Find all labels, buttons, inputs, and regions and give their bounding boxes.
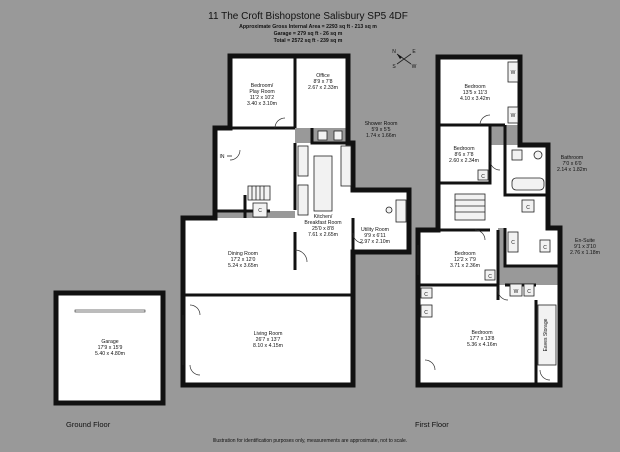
svg-text:Living Room: Living Room — [254, 331, 283, 337]
svg-text:26'7 x 13'7: 26'7 x 13'7 — [256, 337, 281, 343]
svg-text:Kitchen/: Kitchen/ — [314, 214, 333, 220]
area-total-internal: Approximate Gross Internal Area = 2293 s… — [239, 24, 377, 30]
svg-text:7.61 x 2.65m: 7.61 x 2.65m — [308, 232, 338, 238]
wardrobe-mark-1: W — [511, 70, 516, 76]
room-bedroom-3: Bedroom 12'2 x 7'9 3.71 x 2.36m — [450, 251, 480, 269]
svg-text:8.10 x 4.15m: 8.10 x 4.15m — [253, 343, 283, 349]
svg-text:Bedroom: Bedroom — [454, 251, 475, 257]
svg-text:17'9 x 15'9: 17'9 x 15'9 — [98, 345, 123, 351]
cupboard-mark-4: C — [424, 310, 428, 316]
svg-text:1.74 x 1.66m: 1.74 x 1.66m — [366, 133, 396, 139]
compass-s: S — [392, 64, 396, 70]
room-bathroom: Bathroom 7'0 x 6'0 2.14 x 1.82m — [557, 155, 587, 173]
svg-text:2.60 x 2.34m: 2.60 x 2.34m — [449, 158, 479, 164]
svg-text:Office: Office — [316, 73, 330, 79]
svg-text:Garage: Garage — [101, 339, 118, 345]
svg-text:11'2 x 10'2: 11'2 x 10'2 — [250, 95, 274, 101]
svg-text:2.67 x 2.33m: 2.67 x 2.33m — [308, 85, 338, 91]
svg-text:8'9 x 7'8: 8'9 x 7'8 — [314, 79, 333, 85]
compass-e: E — [412, 49, 416, 55]
compass-n: N — [392, 49, 396, 55]
room-bedroom-1: Bedroom 13'5 x 11'3 4.10 x 3.42m — [460, 84, 490, 102]
svg-text:Bathroom: Bathroom — [561, 155, 584, 161]
room-shower: Shower Room 5'9 x 5'5 1.74 x 1.66m — [365, 121, 398, 139]
svg-text:12'2 x 7'9: 12'2 x 7'9 — [454, 257, 476, 263]
svg-text:Bedroom: Bedroom — [453, 146, 474, 152]
ground-floor-plan: C IN Bedroom/ Play Room 11'2 x 10'2 3.40… — [53, 53, 412, 429]
area-garage: Garage = 279 sq ft - 26 sq m — [274, 31, 343, 37]
svg-text:9'9 x 6'11: 9'9 x 6'11 — [364, 233, 386, 239]
svg-text:2.76 x 1.18m: 2.76 x 1.18m — [570, 250, 600, 256]
ground-floor-label: Ground Floor — [66, 420, 111, 429]
compass-icon: N E S W — [392, 49, 416, 70]
svg-text:5.40 x 4.80m: 5.40 x 4.80m — [95, 351, 125, 357]
svg-text:5'9 x 5'5: 5'9 x 5'5 — [372, 127, 391, 133]
svg-text:7'0 x 6'0: 7'0 x 6'0 — [563, 161, 582, 167]
room-bedroom-play: Bedroom/ Play Room 11'2 x 10'2 3.40 x 3.… — [247, 83, 277, 107]
first-floor-plan: W W C C C C C W C C C Eaves Storage — [415, 54, 600, 429]
room-living: Living Room 26'7 x 13'7 8.10 x 4.15m — [253, 331, 283, 349]
room-office: Office 8'9 x 7'8 2.67 x 2.33m — [308, 73, 338, 91]
room-utility: Utility Room 9'9 x 6'11 2.97 x 2.10m — [360, 227, 390, 245]
area-total: Total = 2572 sq ft - 239 sq m — [274, 38, 343, 44]
svg-text:3.40 x 3.10m: 3.40 x 3.10m — [247, 101, 277, 107]
cupboard-mark-6: C — [527, 289, 531, 295]
cupboard-mark-5: C — [488, 274, 492, 280]
eaves-storage-label: Eaves Storage — [543, 318, 549, 351]
svg-text:5.24 x 3.65m: 5.24 x 3.65m — [228, 263, 258, 269]
room-dining: Dining Room 17'2 x 12'0 5.24 x 3.65m — [228, 251, 258, 269]
svg-text:En-Suite: En-Suite — [575, 238, 595, 244]
svg-text:8'6 x 7'8: 8'6 x 7'8 — [455, 152, 474, 158]
svg-text:9'1 x 3'10: 9'1 x 3'10 — [574, 244, 596, 250]
svg-text:Play Room: Play Room — [249, 89, 274, 95]
cupboard-mark-7: C — [511, 240, 515, 246]
wardrobe-mark-2: W — [511, 113, 516, 119]
room-kitchen: Kitchen/ Breakfast Room 25'0 x 8'8 7.61 … — [304, 214, 341, 238]
room-garage: Garage 17'9 x 15'9 5.40 x 4.80m — [95, 339, 125, 357]
compass-w: W — [412, 64, 417, 70]
svg-text:Bedroom/: Bedroom/ — [251, 83, 274, 89]
svg-text:Bedroom: Bedroom — [464, 84, 485, 90]
cupboard-mark: C — [258, 208, 262, 214]
wardrobe-mark-3: W — [514, 289, 519, 295]
svg-text:17'2 x 12'0: 17'2 x 12'0 — [231, 257, 256, 263]
cupboard-mark-1: C — [481, 174, 485, 180]
svg-text:25'0 x 8'8: 25'0 x 8'8 — [312, 226, 334, 232]
svg-text:Shower Room: Shower Room — [365, 121, 398, 127]
svg-text:Bedroom: Bedroom — [471, 330, 492, 336]
disclaimer: Illustration for identification purposes… — [213, 438, 407, 444]
cupboard-mark-2: C — [526, 205, 530, 211]
svg-text:5.36 x 4.16m: 5.36 x 4.16m — [467, 342, 497, 348]
svg-text:Utility Room: Utility Room — [361, 227, 389, 233]
first-floor-label: First Floor — [415, 420, 449, 429]
svg-text:3.71 x 2.36m: 3.71 x 2.36m — [450, 263, 480, 269]
cupboard-mark-8: C — [543, 245, 547, 251]
entrance-mark: IN — [220, 154, 225, 160]
svg-text:Breakfast Room: Breakfast Room — [304, 220, 341, 226]
svg-text:13'5 x 11'3: 13'5 x 11'3 — [463, 90, 487, 96]
plan-title: 11 The Croft Bishopstone Salisbury SP5 4… — [208, 11, 408, 22]
room-bedroom-4: Bedroom 17'7 x 13'8 5.36 x 4.16m — [467, 330, 497, 348]
cupboard-mark-3: C — [424, 292, 428, 298]
svg-text:2.97 x 2.10m: 2.97 x 2.10m — [360, 239, 390, 245]
svg-text:Dining Room: Dining Room — [228, 251, 258, 257]
room-ensuite: En-Suite 9'1 x 3'10 2.76 x 1.18m — [570, 238, 600, 256]
svg-text:2.14 x 1.82m: 2.14 x 1.82m — [557, 167, 587, 173]
svg-text:17'7 x 13'8: 17'7 x 13'8 — [470, 336, 495, 342]
room-bedroom-2: Bedroom 8'6 x 7'8 2.60 x 2.34m — [449, 146, 479, 164]
svg-text:4.10 x 3.42m: 4.10 x 3.42m — [460, 96, 490, 102]
